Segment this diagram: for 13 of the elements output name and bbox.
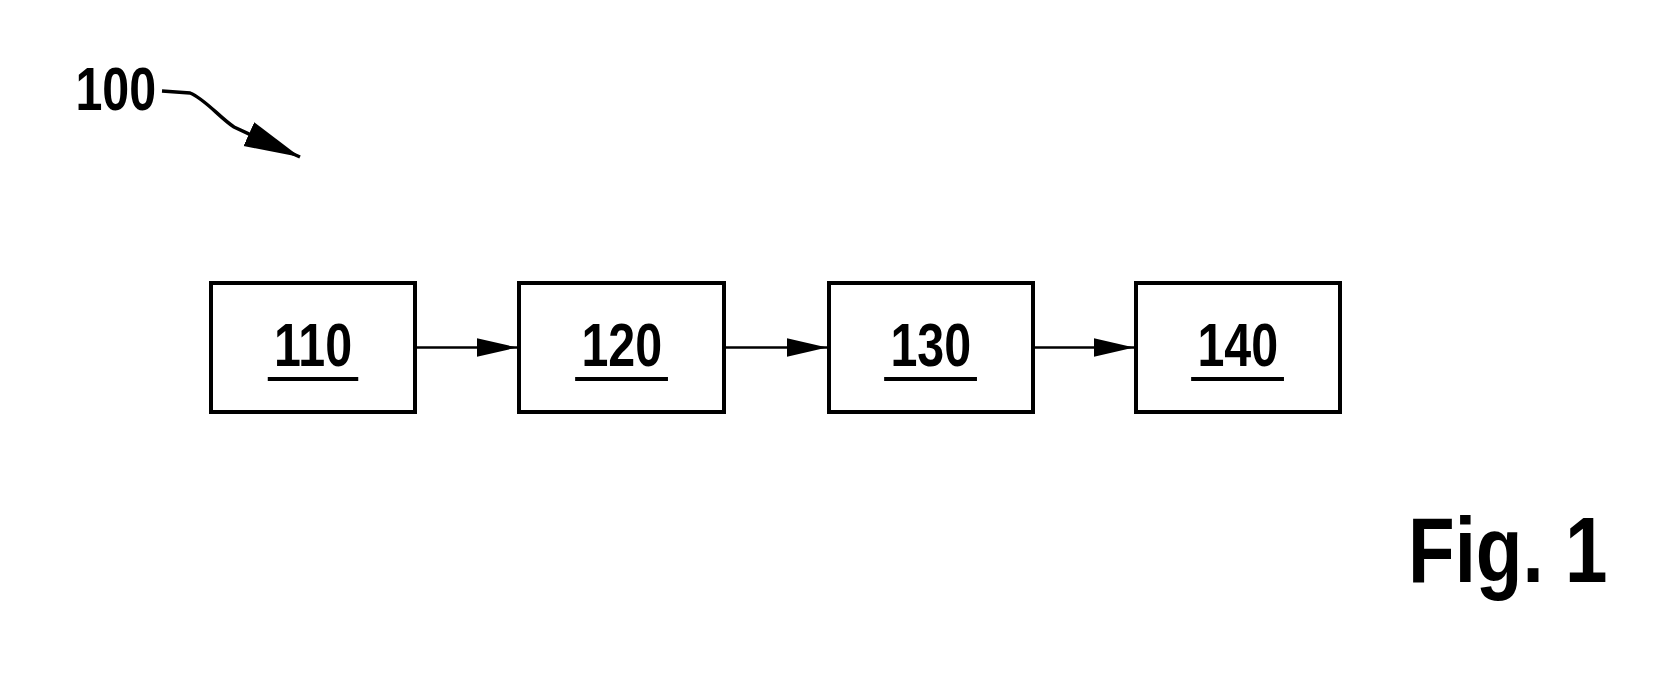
block-box (1134, 281, 1342, 414)
block-box (827, 281, 1035, 414)
reference-numeral: 130 (884, 314, 978, 381)
arrow (1035, 338, 1134, 357)
arrow (417, 338, 517, 357)
callout-number: 100 (75, 58, 157, 120)
block-box (209, 281, 417, 414)
reference-numeral: 120 (574, 314, 669, 381)
leader-arrow (161, 89, 301, 159)
block-box (517, 281, 726, 414)
reference-numeral: 140 (1191, 314, 1285, 381)
reference-numeral: 110 (267, 314, 359, 381)
arrow (726, 338, 827, 357)
